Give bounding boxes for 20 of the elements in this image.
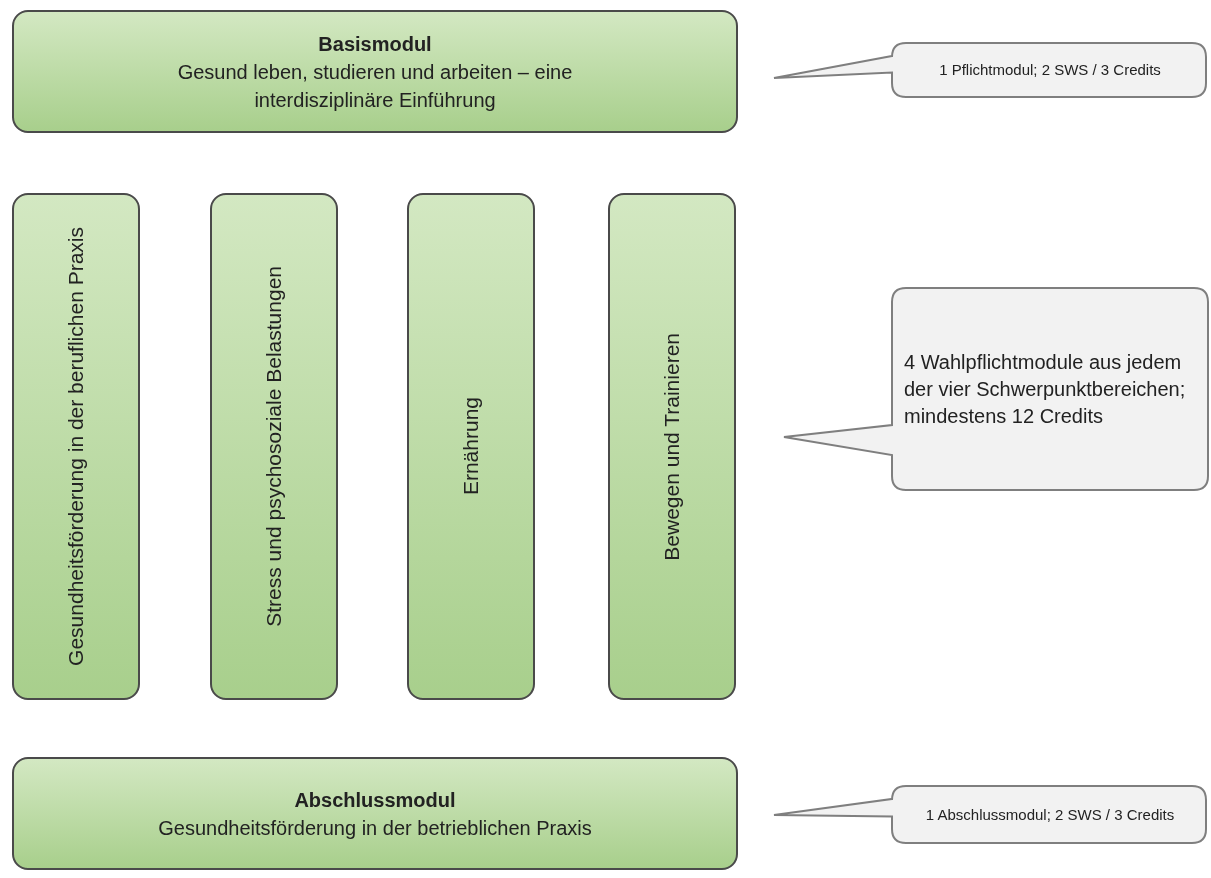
module-box bbox=[210, 193, 338, 700]
module-box bbox=[12, 193, 140, 700]
note-text: 1 Pflichtmodul; 2 SWS / 3 Credits bbox=[939, 60, 1161, 81]
module-text: Stress und psychosoziale Belastungen bbox=[261, 266, 286, 627]
module-title: Abschlussmodul bbox=[294, 787, 456, 813]
module-text: Ernährung bbox=[458, 397, 483, 496]
speech-bubble bbox=[782, 287, 1210, 492]
note-text: 4 Wahlpflichtmodule aus jedem der vier Schwerpunktbereichen; mindestens 12 Credits bbox=[904, 350, 1187, 429]
module-text: Gesundheitsförderung in der betrieblichen Praxis bbox=[158, 815, 592, 841]
module-text: Bewegen und Trainieren bbox=[659, 332, 684, 561]
note-text: 1 Abschlussmodul; 2 SWS / 3 Credits bbox=[925, 804, 1175, 825]
module-box bbox=[12, 757, 738, 870]
speech-bubble bbox=[772, 785, 1208, 845]
module-title: Basismodul bbox=[318, 31, 432, 57]
speech-bubble bbox=[772, 42, 1208, 99]
module-box bbox=[12, 10, 738, 133]
module-box bbox=[407, 193, 535, 700]
module-box bbox=[608, 193, 736, 700]
module-text: Gesund leben, studieren und arbeiten – eine interdisziplinäre Einführung bbox=[176, 59, 574, 113]
module-text: Gesundheitsförderung in der beruflichen Praxis bbox=[63, 227, 88, 666]
